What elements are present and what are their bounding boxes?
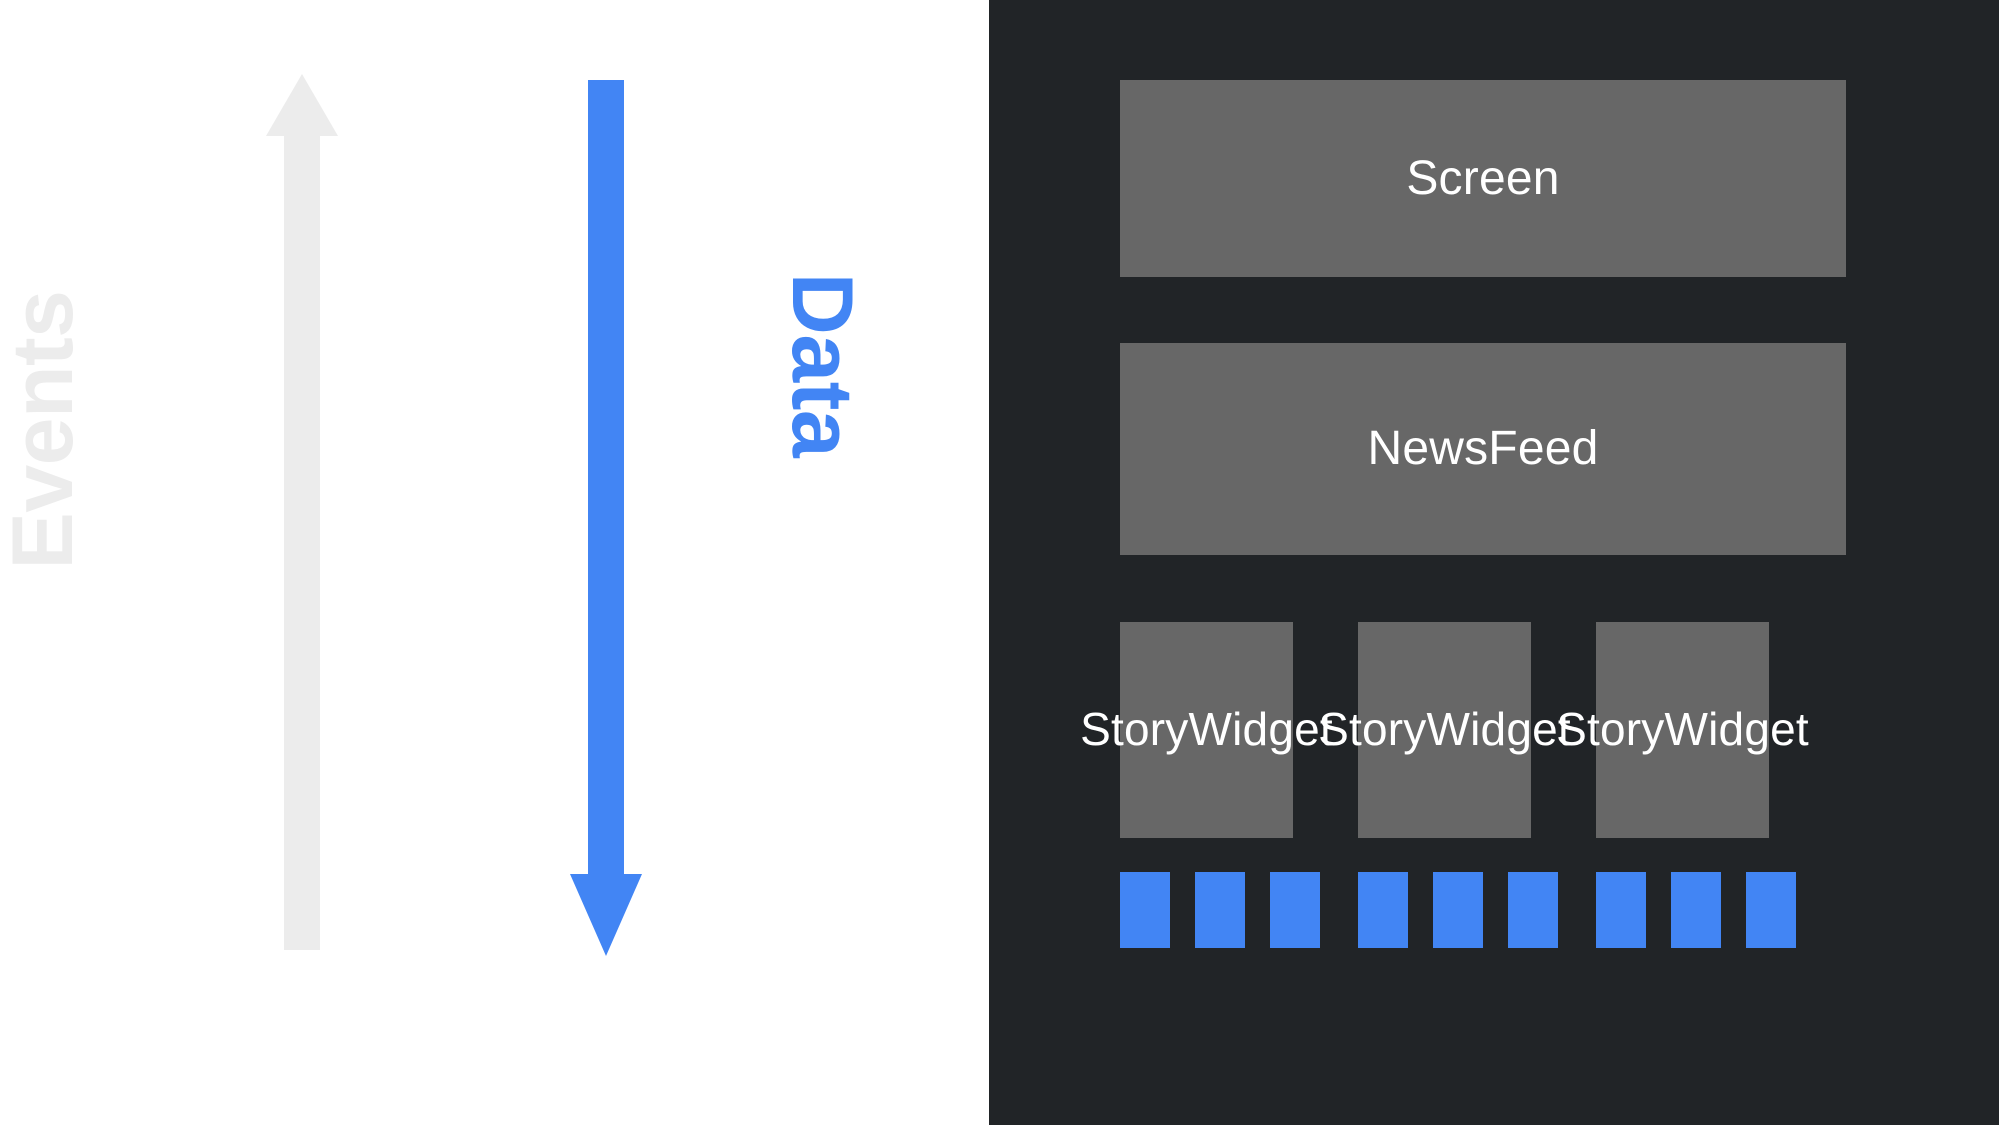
- node-newsfeed[interactable]: NewsFeed: [1120, 343, 1846, 555]
- leaf-node[interactable]: [1270, 872, 1320, 948]
- leaf-node-group-1: [1120, 872, 1320, 948]
- events-flow-label: Events: [0, 290, 91, 570]
- data-flow-label: Data: [774, 272, 870, 458]
- leaf-node[interactable]: [1508, 872, 1558, 948]
- leaf-node-group-3: [1596, 872, 1796, 948]
- leaf-node[interactable]: [1433, 872, 1483, 948]
- leaf-node[interactable]: [1358, 872, 1408, 948]
- leaf-node[interactable]: [1671, 872, 1721, 948]
- leaf-node[interactable]: [1596, 872, 1646, 948]
- arrow-up-icon: [266, 74, 338, 950]
- leaf-node[interactable]: [1195, 872, 1245, 948]
- leaf-node[interactable]: [1746, 872, 1796, 948]
- flow-legend-panel: Events Data: [0, 0, 989, 1125]
- leaf-node-group-2: [1358, 872, 1558, 948]
- node-screen[interactable]: Screen: [1120, 80, 1846, 277]
- arrow-down-icon: [570, 80, 642, 956]
- leaf-node[interactable]: [1120, 872, 1170, 948]
